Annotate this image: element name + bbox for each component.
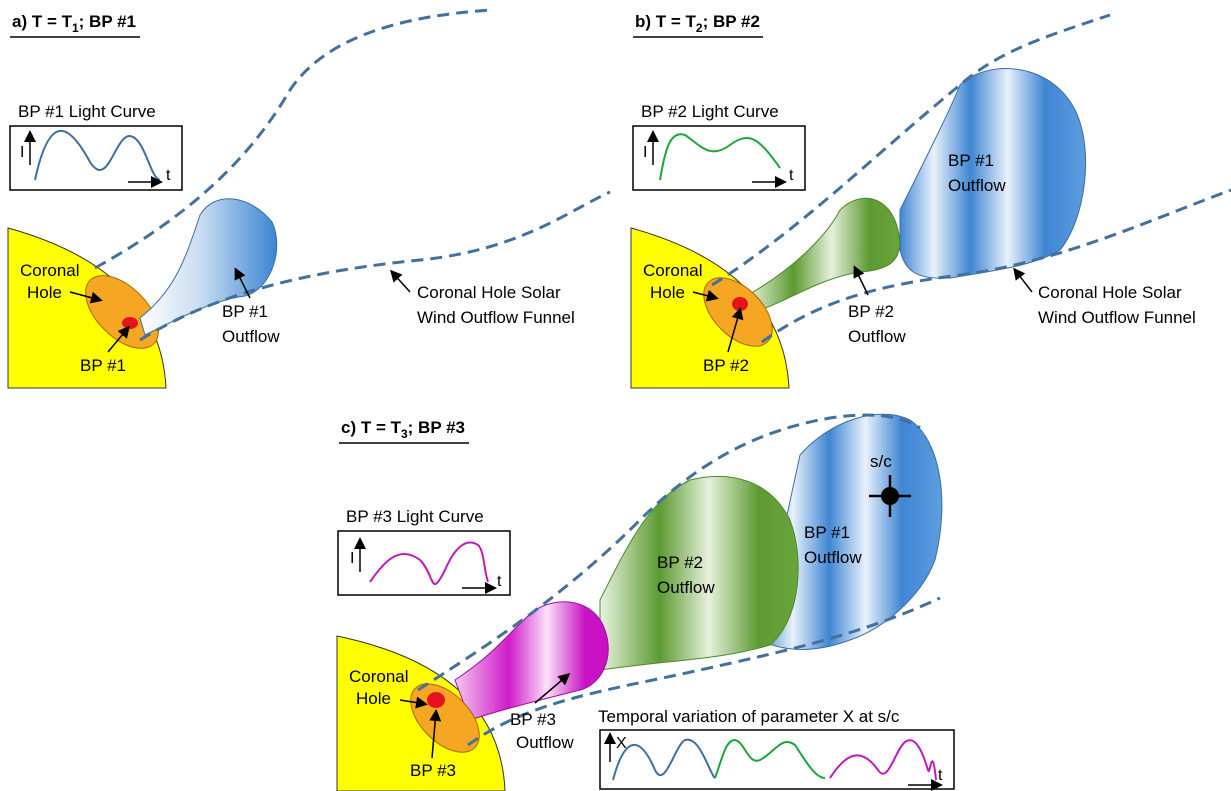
bp3-outflow bbox=[454, 601, 609, 721]
outflow3-label-2: Outflow bbox=[516, 733, 574, 752]
axis-t: t bbox=[166, 167, 171, 184]
axis-i: I bbox=[643, 144, 647, 161]
axis-i: I bbox=[350, 550, 354, 567]
temporal-axis-x: X bbox=[616, 735, 627, 752]
coronal-label-1: Coronal bbox=[20, 261, 80, 280]
coronal-label-2: Hole bbox=[27, 283, 62, 302]
funnel-label-1: Coronal Hole Solar bbox=[417, 283, 561, 302]
funnel-upper-boundary bbox=[94, 8, 491, 270]
panel-c: c) T = T3; BP #3 s/c BP #3 Light Curve I… bbox=[336, 413, 955, 791]
panel-b-title: b) T = T2; BP #2 bbox=[635, 12, 760, 35]
outflow1-label-2: Outflow bbox=[804, 548, 862, 567]
light-curve-box bbox=[632, 125, 806, 191]
light-curve-box bbox=[9, 125, 183, 191]
funnel-lower-boundary bbox=[761, 188, 1231, 344]
coronal-label-1: Coronal bbox=[349, 667, 409, 686]
light-curve-label: BP #2 Light Curve bbox=[641, 102, 779, 121]
outflow2-label-2: Outflow bbox=[848, 327, 906, 346]
bright-point bbox=[122, 317, 138, 329]
panel-a: a) T = T1; BP #1 BP #1 Light Curve I t C… bbox=[7, 8, 611, 389]
outflow1-label-2: Outflow bbox=[948, 176, 1006, 195]
axis-i: I bbox=[20, 144, 24, 161]
axis-t: t bbox=[789, 167, 794, 184]
panel-c-title: c) T = T3; BP #3 bbox=[341, 418, 465, 441]
coronal-hole bbox=[85, 275, 159, 349]
funnel-upper-boundary bbox=[711, 13, 1111, 287]
temporal-box bbox=[599, 729, 955, 790]
bp2-outflow bbox=[599, 475, 799, 671]
light-curve-label: BP #3 Light Curve bbox=[346, 507, 484, 526]
outflow1-label-1: BP #1 bbox=[804, 523, 850, 542]
funnel-label-2: Wind Outflow Funnel bbox=[1038, 308, 1196, 327]
outflow3-label-1: BP #3 bbox=[510, 710, 556, 729]
coronal-label-1: Coronal bbox=[643, 261, 703, 280]
funnel-upper-boundary bbox=[417, 413, 921, 692]
outflow-label-2: Outflow bbox=[222, 327, 280, 346]
panel-b: b) T = T2; BP #2 BP #2 Light Curve I t C… bbox=[630, 12, 1231, 389]
bp-label: BP #1 bbox=[80, 356, 126, 375]
bp-label: BP #3 bbox=[410, 761, 456, 780]
funnel-lower-boundary bbox=[467, 596, 941, 747]
light-curve-label: BP #1 Light Curve bbox=[18, 102, 156, 121]
light-curve-line bbox=[659, 133, 781, 181]
sc-label: s/c bbox=[870, 452, 892, 471]
spacecraft-icon bbox=[869, 475, 911, 517]
light-curve-line bbox=[34, 129, 161, 181]
light-curve-line bbox=[369, 541, 489, 586]
funnel-label-1: Coronal Hole Solar bbox=[1038, 283, 1182, 302]
outflow2-label-2: Outflow bbox=[657, 578, 715, 597]
outflow-label-1: BP #1 bbox=[222, 302, 268, 321]
bp1-outflow bbox=[759, 413, 943, 650]
outflow1-label-1: BP #1 bbox=[948, 151, 994, 170]
temporal-segment-bp2 bbox=[714, 738, 826, 779]
temporal-label: Temporal variation of parameter X at s/c bbox=[598, 707, 900, 726]
axis-t: t bbox=[497, 573, 502, 590]
funnel-label-2: Wind Outflow Funnel bbox=[417, 308, 575, 327]
coronal-label-2: Hole bbox=[650, 283, 685, 302]
panel-a-title: a) T = T1; BP #1 bbox=[12, 12, 136, 35]
light-curve-box bbox=[337, 530, 511, 596]
bright-point bbox=[732, 297, 748, 311]
temporal-axis-t: t bbox=[938, 767, 943, 784]
temporal-segment-bp1 bbox=[612, 738, 716, 781]
bp2-outflow bbox=[747, 197, 901, 311]
bp1-outflow bbox=[899, 68, 1087, 279]
coronal-label-2: Hole bbox=[356, 689, 391, 708]
temporal-segment-bp3 bbox=[829, 739, 937, 781]
outflow2-label-1: BP #2 bbox=[657, 553, 703, 572]
bp-label: BP #2 bbox=[703, 356, 749, 375]
funnel-lower-boundary bbox=[139, 190, 611, 342]
outflow2-label-1: BP #2 bbox=[848, 302, 894, 321]
bright-point bbox=[427, 692, 445, 708]
